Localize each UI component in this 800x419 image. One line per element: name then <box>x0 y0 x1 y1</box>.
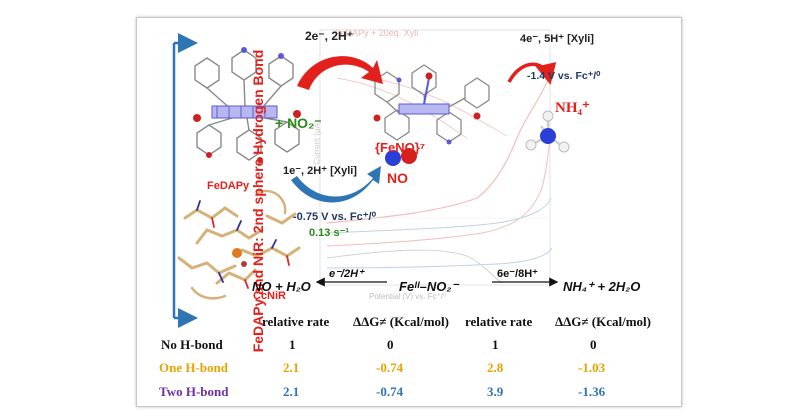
feno-label: {FeNO}⁷ <box>375 140 426 155</box>
side-bracket <box>172 33 198 328</box>
nh4-reaction-arrow <box>507 62 557 85</box>
nh4-product-label: NH₄⁺ <box>555 100 590 116</box>
figure-graphics <box>172 29 570 328</box>
no-reaction-arrow <box>291 166 381 203</box>
fedapy-structure <box>193 47 301 163</box>
equation-left-products: NO + H₂O <box>252 279 311 294</box>
header-relative-rate-right: relative rate <box>465 314 533 329</box>
row-one-hbond-rate-left: 2.1 <box>283 360 300 375</box>
plot-xlabel: Potential (V) vs. Fc⁺/⁰ <box>369 292 447 301</box>
row-two-hbond-ddg-right: -1.36 <box>578 384 606 399</box>
row-no-hbond-rate-left: 1 <box>289 337 296 352</box>
row-one-hbond-label: One H-bond <box>159 360 228 375</box>
no-molecule <box>385 148 417 166</box>
ccnir-label: CcNiR <box>253 290 287 302</box>
nh4-molecule <box>525 110 570 153</box>
nh4-step-label: 4e⁻, 5H⁺ [Xyli] <box>520 33 594 45</box>
feno-structure <box>373 64 490 145</box>
side-label: FeDAPy and NiR: 2nd sphere Hydrogen Bond <box>250 49 266 353</box>
equation-right-arrow-label: 6e⁻/8H⁺ <box>497 268 538 280</box>
row-one-hbond-ddg-right: -1.03 <box>578 360 606 375</box>
row-no-hbond-ddg-right: 0 <box>590 337 597 352</box>
row-two-hbond-label: Two H-bond <box>159 384 229 399</box>
equation-center: Feᴵᴵ–NO₂⁻ <box>399 279 459 294</box>
row-two-hbond-ddg-left: -0.74 <box>376 384 404 399</box>
figure-frame: FeDAPy and NiR: 2nd sphere Hydrogen Bond… <box>136 17 682 407</box>
plot-legend: FeDAPy + 20eq. Xyli <box>335 28 419 38</box>
header-ddg-right: ΔΔG≠ (Kcal/mol) <box>555 314 652 329</box>
row-no-hbond-label: No H-bond <box>161 337 223 352</box>
nh4-step-potential: -1.4 V vs. Fc⁺/⁰ <box>527 70 601 82</box>
equation-left-arrow-label: e⁻/2H⁺ <box>329 268 364 280</box>
row-two-hbond-rate-right: 3.9 <box>487 384 504 399</box>
row-one-hbond-rate-right: 2.8 <box>487 360 504 375</box>
no-product-label: NO <box>387 170 408 186</box>
row-two-hbond-rate-left: 2.1 <box>283 384 300 399</box>
header-ddg-left: ΔΔG≠ (Kcal/mol) <box>353 314 450 329</box>
row-no-hbond-rate-right: 1 <box>492 337 499 352</box>
top-reaction-arrow <box>297 56 383 90</box>
row-one-hbond-ddg-left: -0.74 <box>376 360 404 375</box>
top-step-label: 2e⁻, 2H⁺ <box>305 29 354 43</box>
no-step-potential: -0.75 V vs. Fc⁺/⁰ <box>293 211 376 223</box>
ccnir-structure <box>177 189 301 300</box>
nitrite-label: + NO₂⁻ <box>275 115 322 131</box>
equation-right-products: NH₄⁺ + 2H₂O <box>563 279 641 294</box>
background-cv-plot <box>319 29 553 286</box>
row-no-hbond-ddg-left: 0 <box>387 337 394 352</box>
fedapy-label: FeDAPy <box>207 180 250 192</box>
no-step-label: 1e⁻, 2H⁺ [Xyli] <box>283 165 357 177</box>
no-step-rate: 0.13 s⁻¹ <box>309 227 350 239</box>
header-relative-rate-left: relative rate <box>262 314 330 329</box>
